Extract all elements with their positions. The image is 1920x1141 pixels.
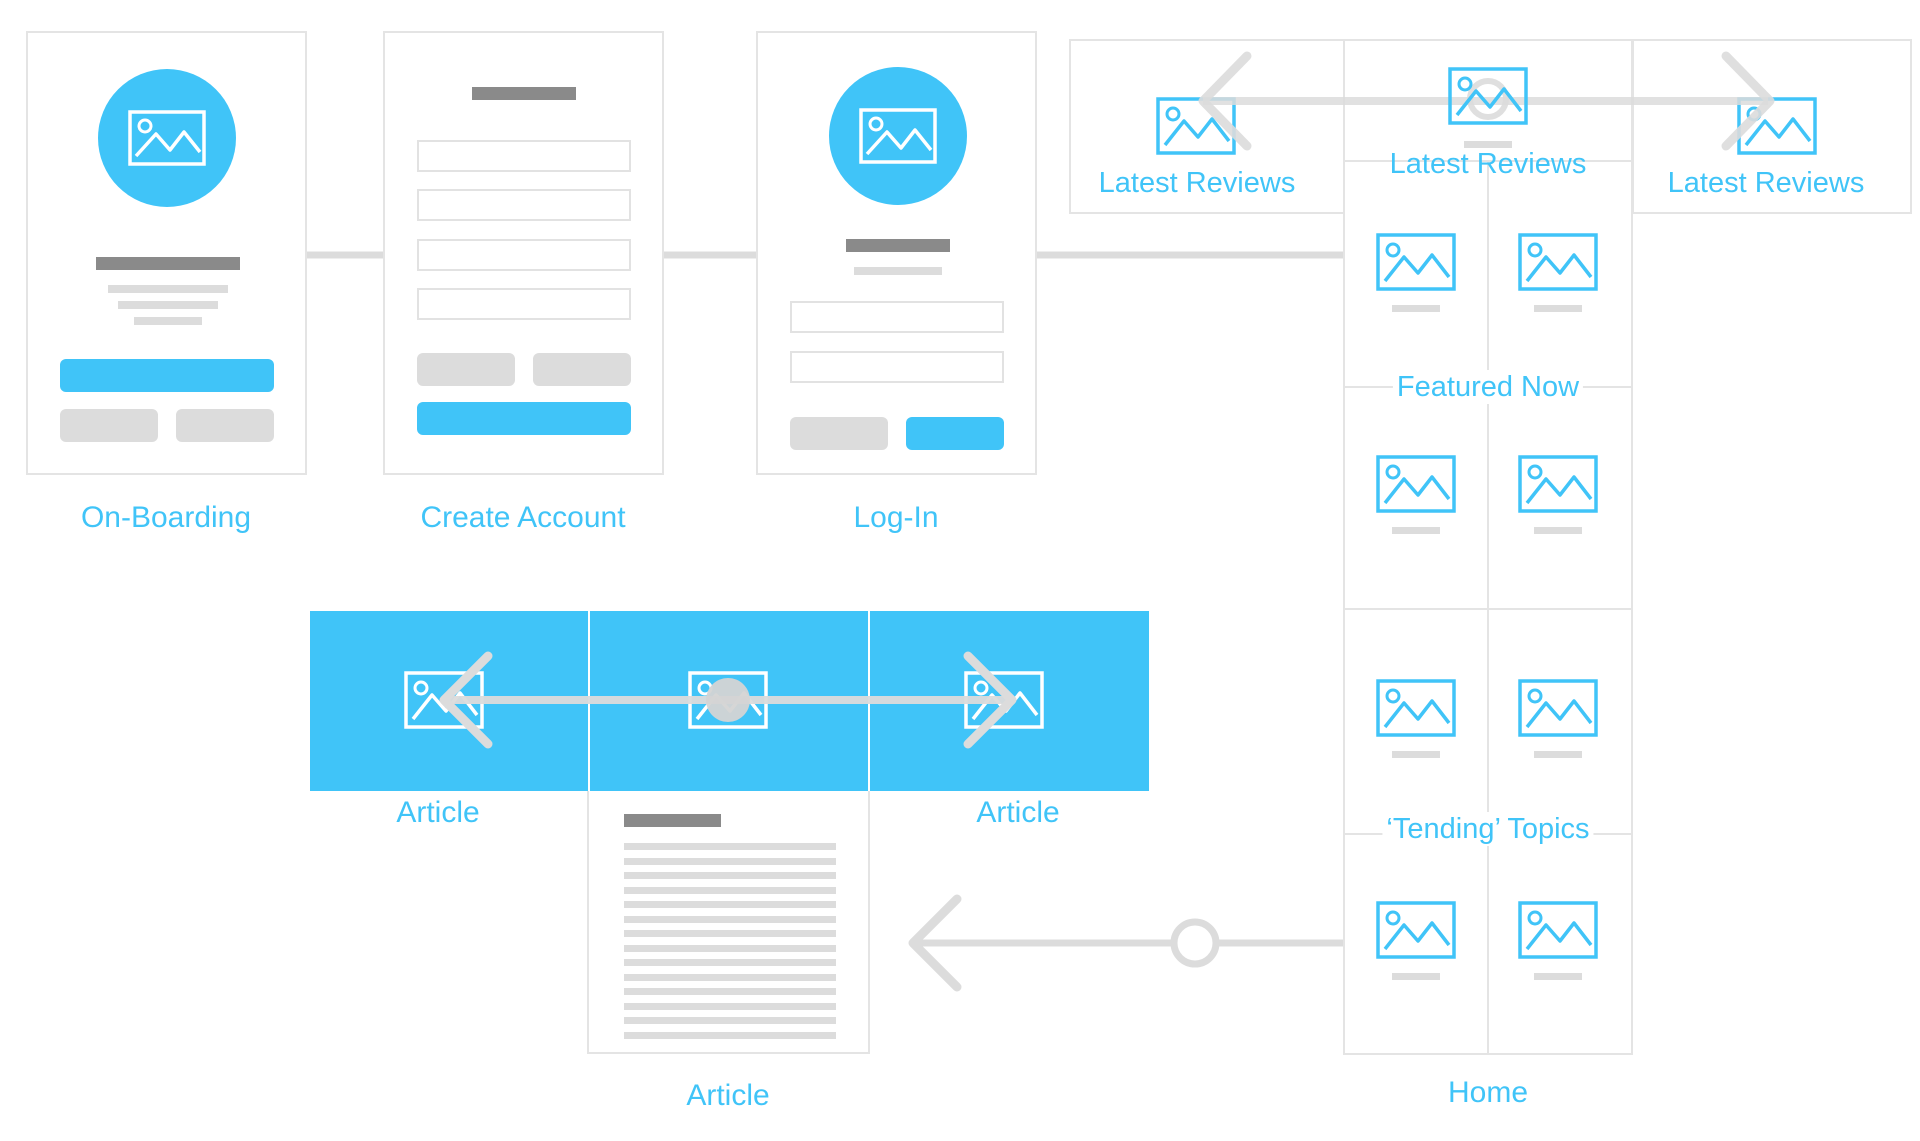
onboarding-screen (26, 31, 307, 475)
onboarding-hero-circle (98, 69, 236, 207)
article-text-line (624, 872, 836, 879)
latest-reviews-right-label: Latest Reviews (1667, 167, 1865, 199)
latest-reviews-center-label: Latest Reviews (1389, 148, 1587, 180)
login-submit-button[interactable] (906, 417, 1004, 450)
onboarding-title-bar (96, 257, 240, 270)
login-label: Log-In (853, 501, 939, 534)
image-placeholder-icon (1518, 679, 1598, 737)
featured-now-label: Featured Now (1392, 370, 1584, 404)
thumbnail-caption-bar (1392, 973, 1440, 980)
chevron-right-icon (1721, 51, 1775, 151)
article-text-line (624, 944, 836, 952)
article-text-line (624, 1002, 836, 1010)
thumbnail-caption-bar (1534, 973, 1582, 980)
chevron-left-icon (439, 651, 493, 749)
onboarding-text-line (118, 301, 218, 309)
article-text-line (624, 1031, 836, 1039)
create-account-field[interactable] (417, 288, 631, 320)
article-screen (587, 791, 870, 1054)
image-placeholder-icon (1376, 455, 1456, 513)
chevron-left-icon (1198, 51, 1252, 151)
image-placeholder-icon (1518, 901, 1598, 959)
login-hero-circle (829, 67, 967, 205)
image-placeholder-icon (1376, 901, 1456, 959)
create-account-secondary-button[interactable] (417, 353, 515, 386)
connector-node (1170, 918, 1220, 968)
home-label: Home (1447, 1076, 1529, 1109)
create-account-secondary-button[interactable] (533, 353, 631, 386)
image-placeholder-icon (1448, 67, 1528, 125)
article-main-label: Article (686, 1079, 770, 1112)
article-text-line (624, 901, 836, 908)
article-text-line (624, 915, 836, 923)
image-placeholder-icon (859, 108, 937, 164)
onboarding-secondary-button[interactable] (176, 409, 274, 442)
login-text-line (854, 267, 942, 275)
article-text-line (624, 973, 836, 981)
image-placeholder-icon (1376, 233, 1456, 291)
create-account-field[interactable] (417, 239, 631, 271)
thumbnail-caption-bar (1534, 527, 1582, 534)
article-title-bar (624, 814, 721, 827)
thumbnail-caption-bar (1392, 527, 1440, 534)
login-username-field[interactable] (790, 301, 1004, 333)
image-placeholder-icon (128, 110, 206, 166)
home-row-divider (1345, 608, 1631, 610)
login-secondary-button[interactable] (790, 417, 888, 450)
onboarding-secondary-button[interactable] (60, 409, 158, 442)
image-placeholder-icon (1518, 455, 1598, 513)
article-left-label: Article (396, 796, 480, 829)
image-placeholder-icon (1156, 97, 1236, 155)
thumbnail-caption-bar (1392, 305, 1440, 312)
image-placeholder-icon (1518, 233, 1598, 291)
create-account-field[interactable] (417, 189, 631, 221)
login-title-bar (846, 239, 950, 252)
article-text-line (624, 988, 836, 995)
image-placeholder-icon (1376, 679, 1456, 737)
onboarding-primary-button[interactable] (60, 359, 274, 392)
article-text-line (624, 959, 836, 966)
create-account-title-bar (472, 87, 576, 100)
login-screen (756, 31, 1037, 475)
article-text-line (624, 886, 836, 894)
create-account-field[interactable] (417, 140, 631, 172)
thumbnail-caption-bar (1392, 751, 1440, 758)
login-password-field[interactable] (790, 351, 1004, 383)
carousel-node (706, 678, 750, 722)
create-account-submit-button[interactable] (417, 402, 631, 435)
chevron-right-icon (963, 651, 1017, 749)
article-text-line (624, 843, 836, 850)
home-column-divider (1487, 160, 1489, 1053)
create-account-screen (383, 31, 664, 475)
trending-topics-label: ‘Tending’ Topics (1382, 812, 1594, 846)
latest-reviews-left-label: Latest Reviews (1098, 167, 1296, 199)
chevron-left-icon (908, 894, 962, 992)
thumbnail-caption-bar (1464, 141, 1512, 148)
thumbnail-caption-bar (1534, 305, 1582, 312)
create-account-label: Create Account (420, 501, 626, 534)
article-right-label: Article (976, 796, 1060, 829)
article-text-line (624, 1017, 836, 1024)
onboarding-text-line (134, 317, 202, 325)
onboarding-text-line (108, 285, 228, 293)
article-text-line (624, 857, 836, 865)
onboarding-label: On-Boarding (80, 501, 252, 534)
thumbnail-caption-bar (1534, 751, 1582, 758)
article-text-line (624, 930, 836, 937)
